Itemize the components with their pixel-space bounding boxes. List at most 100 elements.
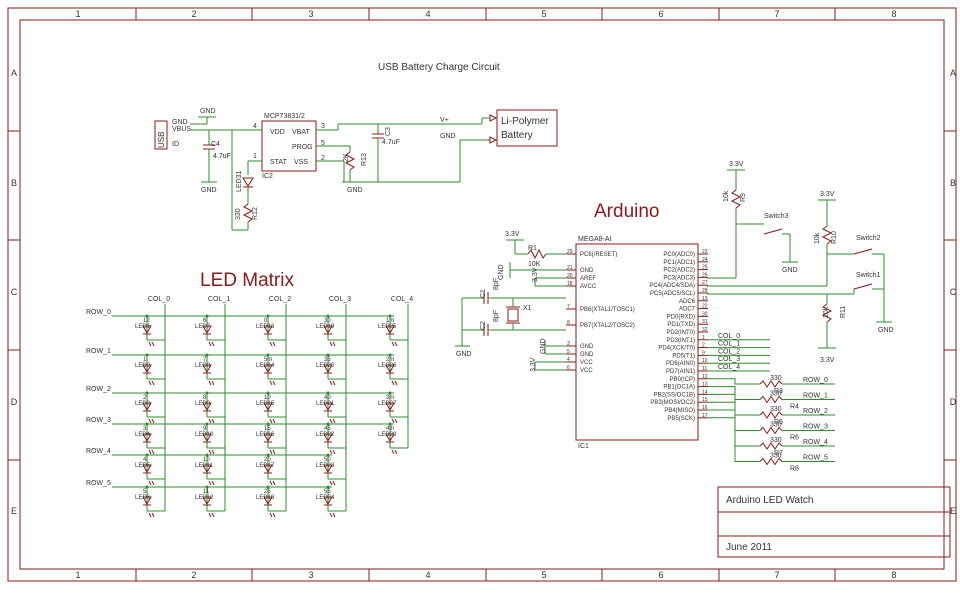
matrix-led: LED21	[135, 353, 165, 386]
switch1-label: Switch1	[856, 272, 881, 279]
matrix-row-label: ROW_0	[86, 309, 111, 316]
grid-col-bottom: 1	[75, 570, 80, 580]
led-number: 10	[203, 457, 210, 463]
c1-label: C1	[480, 289, 487, 298]
grid-col-top: 5	[541, 9, 546, 19]
led-diode-symbol	[142, 496, 152, 506]
led-ray	[151, 380, 155, 386]
led-ray	[332, 512, 336, 518]
led-label: LED26	[378, 363, 397, 369]
gnd-label-left-2: GND	[540, 338, 547, 354]
led-diode-symbol	[142, 325, 152, 335]
led-ray	[269, 341, 273, 347]
junction-dot	[388, 422, 392, 426]
ic1-left-pin-num: 3	[567, 341, 570, 347]
matrix-col-label: COL_0	[148, 296, 170, 303]
switch2-label: Switch2	[856, 235, 881, 242]
led-label: LED24	[316, 495, 335, 501]
led-ray	[211, 418, 215, 424]
junction-dot	[388, 314, 392, 318]
led-ray	[148, 512, 152, 518]
led-diode-symbol	[202, 496, 212, 506]
r9-value: 10k	[723, 190, 730, 202]
led-label: LED19	[316, 324, 335, 330]
r1-label: R1	[528, 245, 537, 252]
arduino-row-nets: 330R3ROW_0330R4ROW_1330R5ROW_2330R6ROW_3…	[708, 375, 835, 473]
led-number: 12	[143, 318, 150, 324]
ic2-pin-vbat: VBAT	[292, 129, 310, 136]
led-ray	[329, 512, 333, 518]
gnd-label-batt: GND	[440, 133, 456, 140]
matrix-row-label: ROW_4	[86, 448, 111, 455]
grid-row-right: B	[950, 178, 956, 188]
row-net-label: ROW_1	[803, 393, 828, 400]
gnd-label-r13: GND	[347, 187, 363, 194]
junction-dot	[266, 422, 270, 426]
led-matrix-title: LED Matrix	[200, 270, 294, 291]
usb-connector-label: USB	[157, 132, 166, 148]
led-ray	[211, 449, 215, 455]
ic1-right-pin-num: 25	[702, 265, 708, 271]
ic1-name: IC1	[578, 443, 589, 450]
led-diode-symbol	[202, 464, 212, 474]
led-diode-symbol	[323, 433, 333, 443]
row-net-label: ROW_5	[803, 455, 828, 462]
v33-label-reset: 3.3V	[505, 231, 520, 238]
row-resistor-label: R8	[790, 466, 799, 473]
led-number: 4	[143, 457, 147, 463]
junction-dot	[326, 422, 330, 426]
ic1-right-pin-num: 28	[702, 288, 708, 294]
led-ray	[272, 512, 276, 518]
led-number: 50	[324, 457, 331, 463]
ic1-right-pin-name: PC0(ADC0)	[663, 252, 695, 258]
led-diode-symbol	[202, 325, 212, 335]
usb-pin-vbus: VBUS	[172, 126, 191, 133]
led-diode-symbol	[385, 325, 395, 335]
led-label: LED11	[195, 463, 214, 469]
r13-label: R13	[361, 153, 368, 166]
led-ray	[148, 480, 152, 486]
ic1-part: MEGA8-AI	[578, 236, 612, 243]
ic1-right-pin-name: PB3(MOSI/OC2)	[650, 400, 695, 406]
ic1-right-pin-num: 9	[702, 350, 705, 356]
matrix-col-label: COL_2	[269, 296, 291, 303]
row-resistor-value: 330	[770, 391, 782, 398]
ic1-right-pin-name: PB5(SCK)	[667, 416, 695, 422]
ic1-left-pin-name: GND	[580, 268, 594, 274]
led-diode-symbol	[263, 364, 273, 374]
battery-label-1: Li-Polymer	[501, 116, 549, 127]
ic1-right-pin-name: ADC6	[679, 299, 696, 305]
junction-dot	[388, 391, 392, 395]
ic1-right-pin-name: PD4(XCK/T0)	[658, 346, 695, 352]
junction-dot	[145, 353, 149, 357]
led-ray	[329, 418, 333, 424]
led-diode-symbol	[323, 496, 333, 506]
led-ray	[208, 480, 212, 486]
v33-label-avcc: 3.3V	[532, 267, 539, 282]
matrix-col-label: COL_3	[329, 296, 351, 303]
led-number: 1	[143, 357, 147, 363]
led-label: LED20	[316, 363, 335, 369]
row-net-label: ROW_0	[803, 377, 828, 384]
row-resistor-label: R5	[774, 419, 783, 426]
title-block: Arduino LED Watch June 2011	[717, 486, 951, 558]
ic1-left-pin-name: AREF	[580, 276, 596, 282]
row-net-label: ROW_3	[803, 424, 828, 431]
led-ray	[394, 418, 398, 424]
led-number: 10	[264, 395, 271, 401]
led-label: LED22	[316, 432, 335, 438]
grid-row-left: B	[11, 178, 17, 188]
led-diode-symbol	[385, 402, 395, 412]
led-number: 9	[203, 426, 207, 432]
gnd-label-sw: GND	[878, 327, 894, 334]
title-block-name: Arduino LED Watch	[726, 495, 813, 506]
col-net-label: COL_4	[718, 364, 740, 371]
led-ray	[269, 418, 273, 424]
led-number: 2	[143, 395, 147, 401]
